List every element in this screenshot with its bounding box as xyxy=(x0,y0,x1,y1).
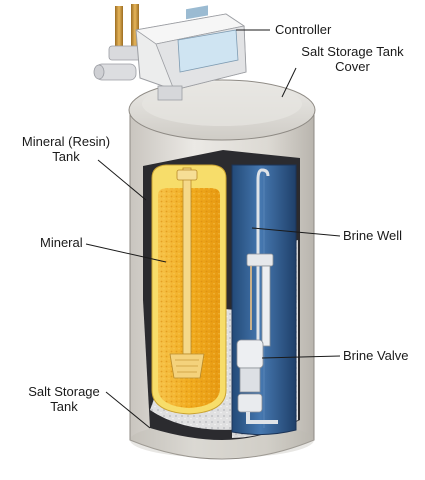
leader-mineral xyxy=(85,243,167,263)
label-brine-valve: Brine Valve xyxy=(343,348,409,363)
label-controller: Controller xyxy=(275,22,332,37)
label-mineral-resin-tank: Mineral (Resin) Tank xyxy=(14,134,118,164)
label-brine-well: Brine Well xyxy=(343,228,403,243)
controller xyxy=(134,5,247,101)
label-salt-storage-tank-cover: Salt Storage Tank Cover xyxy=(290,44,415,74)
label-salt-storage-line1: Salt Storage xyxy=(28,384,100,399)
leader-mineral-tank xyxy=(97,159,147,201)
leader-cover xyxy=(281,67,297,98)
label-cover-line1: Salt Storage Tank xyxy=(301,44,404,59)
label-mineral-tank-line1: Mineral (Resin) xyxy=(21,134,111,149)
label-salt-storage-tank: Salt Storage Tank xyxy=(18,384,110,414)
leader-salt-storage xyxy=(105,391,151,429)
leader-brine-well xyxy=(251,227,341,237)
label-mineral-tank-line2: Tank xyxy=(52,149,80,164)
label-mineral: Mineral xyxy=(40,235,83,250)
salt-storage-tank-cover xyxy=(128,79,316,141)
riser-tube xyxy=(169,167,205,379)
label-cover-line2: Cover xyxy=(335,59,370,74)
leader-brine-valve xyxy=(261,355,341,359)
brine-valve xyxy=(236,168,278,424)
label-salt-storage-line2: Tank xyxy=(50,399,78,414)
leader-lines xyxy=(85,29,341,429)
